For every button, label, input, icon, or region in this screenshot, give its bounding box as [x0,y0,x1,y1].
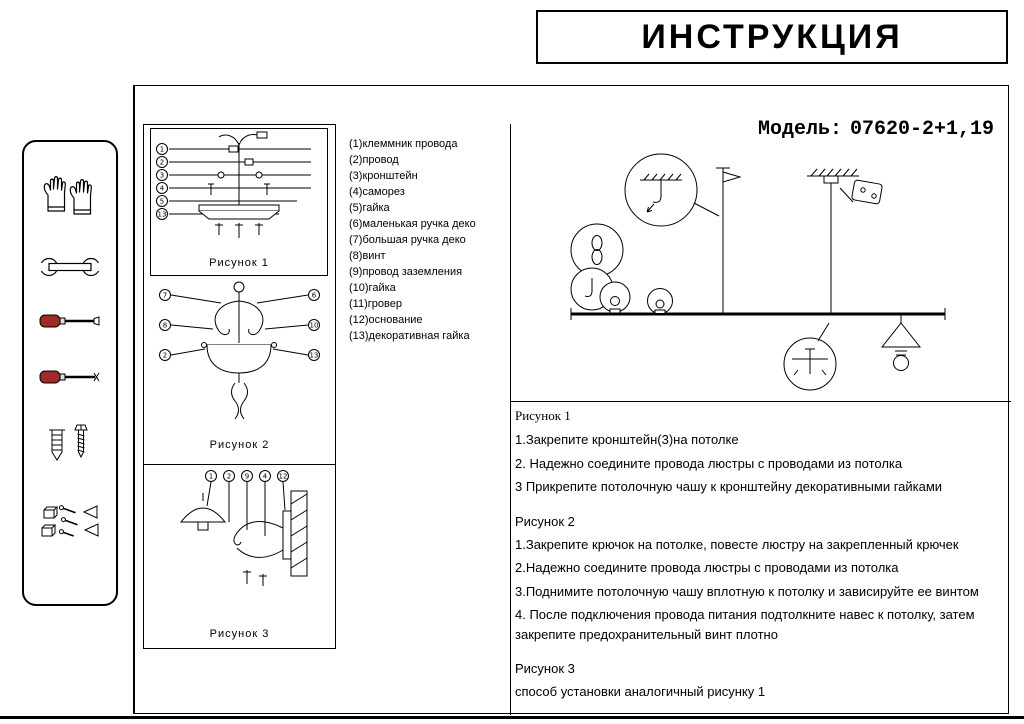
figure-2-panel: 7 8 2 6 10 13 Рисунок 2 [144,277,335,463]
assembly-illustration [570,153,946,391]
callout-number: 3 [160,172,164,180]
part-item: (4)саморез [349,185,405,198]
instructions-figure2-heading: Рисунок 2 [515,513,575,529]
model-line: Модель: 07620-2+1,19 [758,118,994,141]
callout-number: 2 [227,473,231,481]
instruction-step: 3 Прикрепите потолочную чашу к кронштейн… [515,479,943,494]
callout-number: 9 [245,473,249,481]
title-box: ИНСТРУКЦИЯ [536,10,1008,64]
screw-and-anchor-icon [49,424,88,461]
figure-3-label: Рисунок 3 [209,628,270,640]
figure-2-label: Рисунок 2 [209,439,270,451]
tools-panel [22,140,118,606]
wrench-icon [38,257,102,277]
figure-3-panel: 1 2 9 4 12 Рисунок 3 [144,466,335,648]
figure-1-drawing: 1 2 3 4 5 13 [156,131,311,238]
callout-number: 1 [209,473,213,481]
cross-screwdriver-icon [39,370,100,384]
callout-number: 4 [160,185,165,193]
gloves-icon [43,176,92,215]
part-item: (12)основание [349,313,423,326]
callout-number: 7 [163,292,167,300]
model-label: Модель: [757,118,842,141]
callout-number: 6 [312,292,317,300]
callout-number: 2 [160,159,164,167]
part-item: (2)провод [349,153,399,166]
figure-1-label: Рисунок 1 [209,257,269,269]
part-item: (9)провод заземления [349,265,463,278]
part-item: (3)кронштейн [349,169,418,182]
part-item: (13)декоративная гайка [349,329,470,342]
callout-number: 5 [160,198,164,206]
model-value: 07620-2+1,19 [849,118,994,141]
callout-number: 13 [158,211,167,219]
callout-number: 1 [160,146,164,154]
part-item: (11)гровер [349,297,402,310]
figures-column: 1 2 3 4 5 13 Рисунок 1 [143,124,336,649]
flat-screwdriver-icon [39,314,100,328]
instruction-step: 2.Надежно соедините провода люстры с про… [515,560,899,575]
callout-number: 8 [163,322,167,330]
instruction-step: способ установки аналогичный рисунку 1 [515,684,766,699]
vertical-divider [510,124,511,715]
horizontal-divider [510,401,1011,402]
instruction-step: 1.Закрепите крючок на потолке, повесте л… [515,536,959,552]
part-item: (6)маленькая ручка деко [349,217,476,230]
part-item: (10)гайка [349,281,396,294]
figures-divider [144,464,335,465]
callout-number: 10 [310,322,319,330]
main-content-box: 1 2 3 4 5 13 Рисунок 1 [133,85,1011,715]
instructions-figure1-heading: Рисунок 1 [515,408,571,423]
instruction-step: 4. После подключения провода питания под… [515,607,975,642]
figure-1-panel: 1 2 3 4 5 13 Рисунок 1 [150,128,328,276]
figure-2-drawing: 7 8 2 6 10 13 [159,281,320,420]
part-item: (1)клеммник провода [349,138,458,150]
instructions: Рисунок 1 1.Закрепите кронштейн(3)на пот… [515,408,1001,706]
fasteners-icon [41,505,99,537]
callout-number: 13 [310,352,319,360]
callout-number: 2 [163,352,167,360]
instruction-step: 2. Надежно соедините провода люстры с пр… [515,455,903,471]
part-item: (8)винт [349,249,386,262]
part-item: (5)гайка [349,201,390,214]
instruction-step: 1.Закрепите кронштейн(3)на потолке [515,432,739,447]
page-title: ИНСТРУКЦИЯ [641,17,903,56]
instructions-figure3-heading: Рисунок 3 [515,661,575,676]
bottom-border-line [0,716,1024,719]
parts-list: (1)клеммник провода (2)провод (3)кронште… [349,138,499,346]
callout-number: 12 [279,473,288,481]
instruction-step: 3.Поднимите потолочную чашу вплотную к п… [515,583,979,599]
callout-number: 4 [263,473,268,481]
figure-3-drawing: 1 2 9 4 12 [179,470,308,586]
part-item: (7)большая ручка деко [349,233,466,246]
